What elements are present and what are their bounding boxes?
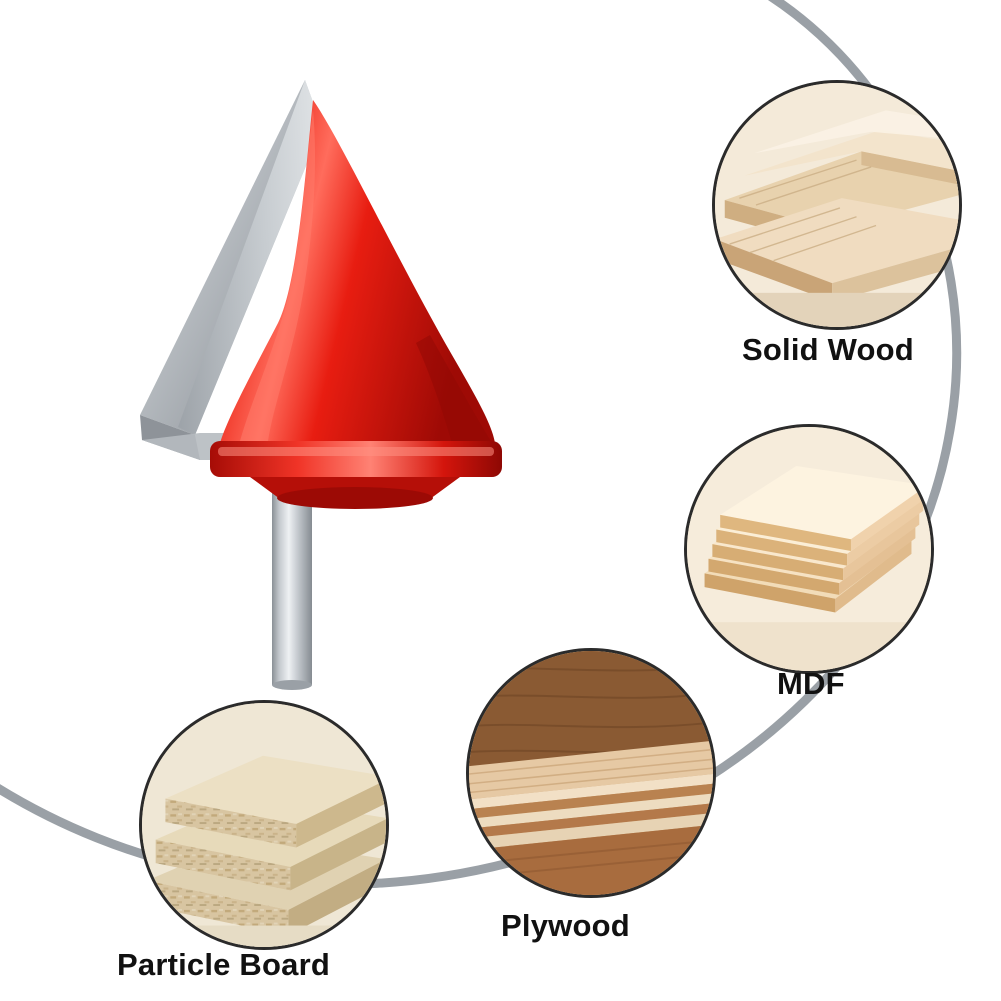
- bit-body: [210, 100, 502, 509]
- callout-bubble-particle-board: [139, 700, 389, 950]
- v-groove-router-bit: [140, 80, 502, 690]
- callout-bubble-mdf: [684, 424, 934, 674]
- plywood-image: [469, 651, 713, 895]
- particle-board-image: [142, 703, 386, 947]
- callout-label-particle-board: Particle Board: [117, 947, 330, 982]
- callout-label-mdf: MDF: [777, 666, 845, 701]
- callout-bubble-solid-wood: [712, 80, 962, 330]
- solid-wood-image: [715, 83, 959, 327]
- callout-label-plywood: Plywood: [501, 908, 630, 943]
- mdf-image: [687, 427, 931, 671]
- callout-bubble-plywood: [466, 648, 716, 898]
- callout-label-solid-wood: Solid Wood: [742, 332, 914, 367]
